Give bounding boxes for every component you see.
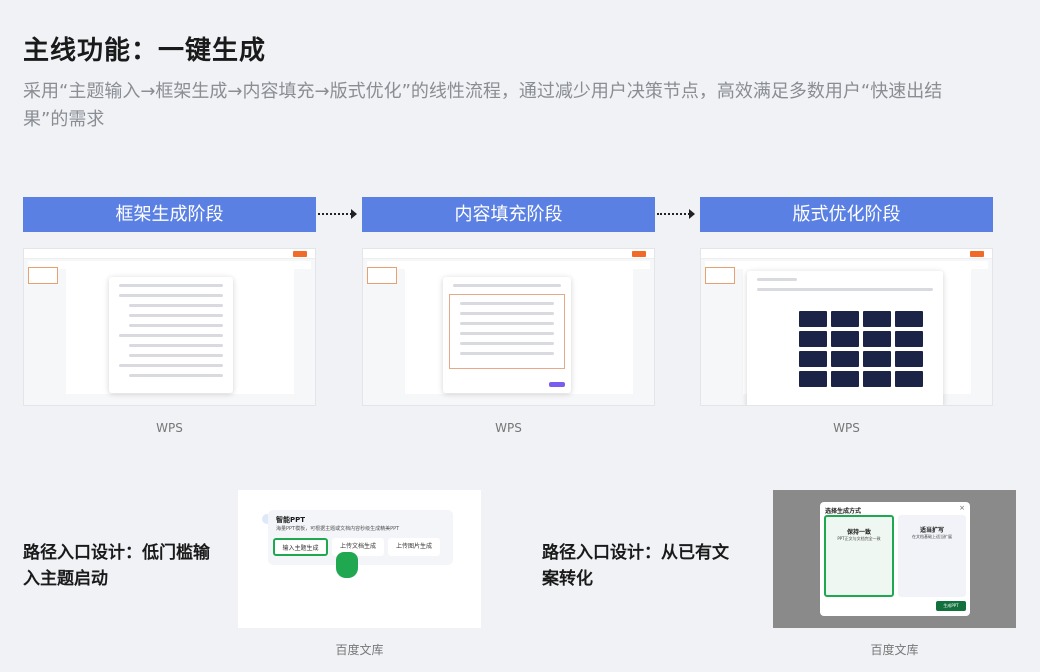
hand-pointer-icon	[336, 552, 358, 578]
flow-arrow-icon	[318, 209, 357, 219]
entry-convert-label: 路径入口设计：从已有文案转化	[542, 543, 729, 589]
close-icon[interactable]: ×	[959, 504, 965, 512]
card-desc: 海量PPT模板，可根据主题或文档内容秒级生成精美PPT	[276, 526, 400, 532]
image-generate-button[interactable]: 上传图片生成	[388, 538, 440, 556]
stage-framework: 框架生成阶段	[23, 197, 316, 232]
stage-content: 内容填充阶段	[362, 197, 655, 232]
option-desc: 在文档基础上适当扩展	[912, 534, 952, 539]
wps-content-screenshot	[362, 248, 655, 406]
topic-generate-button[interactable]: 输入主题生成	[273, 538, 328, 556]
option-title: 保持一致	[846, 529, 871, 536]
option-desc: PPT正文与文档完全一致	[837, 536, 881, 541]
wps-framework-screenshot	[23, 248, 316, 406]
doc-generate-button[interactable]: 上传文档生成	[332, 538, 384, 556]
baidu-topic-entry-screenshot: 智能PPT 海量PPT模板，可根据主题或文档内容秒级生成精美PPT 输入主题生成…	[238, 490, 481, 628]
entry-low-threshold-label: 路径入口设计：低门槛输入主题启动	[23, 543, 210, 589]
card-title: 智能PPT	[276, 516, 306, 524]
caption: 百度文库	[870, 643, 919, 657]
option-expand[interactable]: 适当扩写 在文档基础上适当扩展	[898, 515, 966, 597]
option-title: 适当扩写	[919, 527, 944, 534]
dialog-title: 选择生成方式	[825, 508, 862, 515]
caption: 百度文库	[335, 643, 384, 657]
wps-layout-screenshot	[700, 248, 993, 406]
baidu-convert-screenshot: 选择生成方式 × 保持一致 PPT正文与文档完全一致 适当扩写 在文档基础上适当…	[773, 490, 1016, 628]
avatar	[262, 514, 272, 524]
caption: WPS	[833, 421, 860, 435]
flow-arrow-icon	[657, 209, 695, 219]
page-subtitle: 采用“主题输入→框架生成→内容填充→版式优化”的线性流程，通过减少用户决策节点，…	[23, 81, 943, 130]
page-title: 主线功能：一键生成	[23, 36, 267, 66]
stage-layout: 版式优化阶段	[700, 197, 993, 232]
caption: WPS	[156, 421, 183, 435]
generate-ppt-button[interactable]: 生成PPT	[936, 601, 966, 611]
caption: WPS	[495, 421, 522, 435]
